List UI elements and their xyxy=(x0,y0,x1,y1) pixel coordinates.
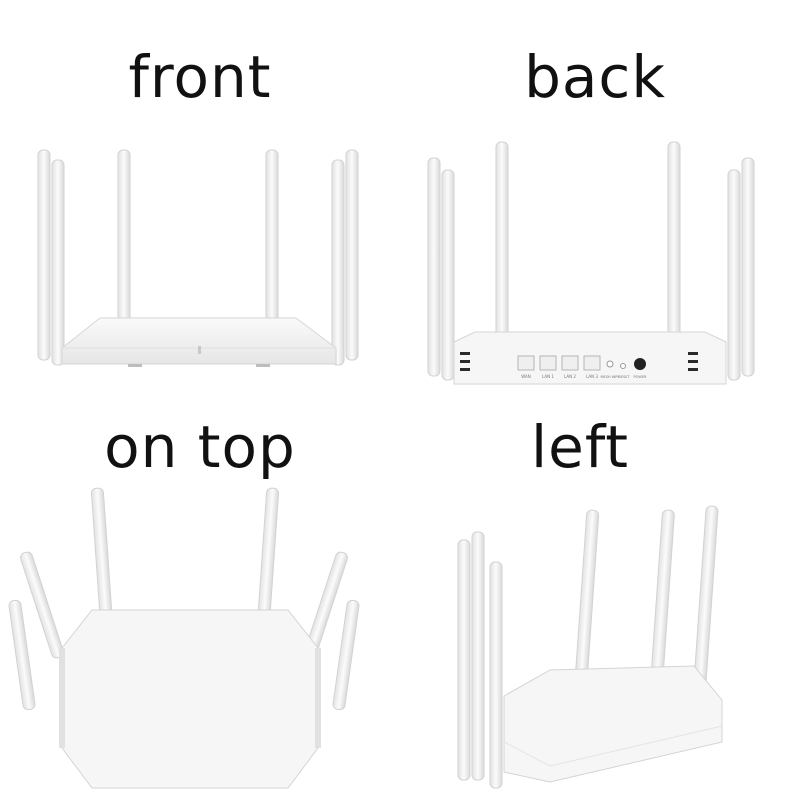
router-front-photo xyxy=(0,120,400,390)
port-label-lan3: LAN 3 xyxy=(586,374,598,379)
port-label-reset: RESET xyxy=(618,375,630,379)
port-label-wan: WAN xyxy=(521,374,530,379)
port-label-mesh: MESH WPS xyxy=(601,375,621,379)
view-label-front: front xyxy=(128,43,272,111)
port-label-lan2: LAN 2 xyxy=(564,374,576,379)
antenna-group-left xyxy=(457,505,719,789)
antenna-group-front xyxy=(37,149,359,366)
view-label-left: left xyxy=(531,413,629,481)
view-label-back: back xyxy=(524,43,666,111)
antenna-group-back xyxy=(427,141,755,381)
antenna-group-top xyxy=(8,487,360,711)
router-back-photo: WAN LAN 1 LAN 2 LAN 3 MESH WPS RESET POW… xyxy=(400,130,800,400)
router-top-photo xyxy=(0,480,400,800)
router-left-photo xyxy=(400,490,800,800)
view-label-top: on top xyxy=(104,413,296,481)
port-label-power: POWER xyxy=(634,375,648,379)
port-label-lan1: LAN 1 xyxy=(542,374,554,379)
